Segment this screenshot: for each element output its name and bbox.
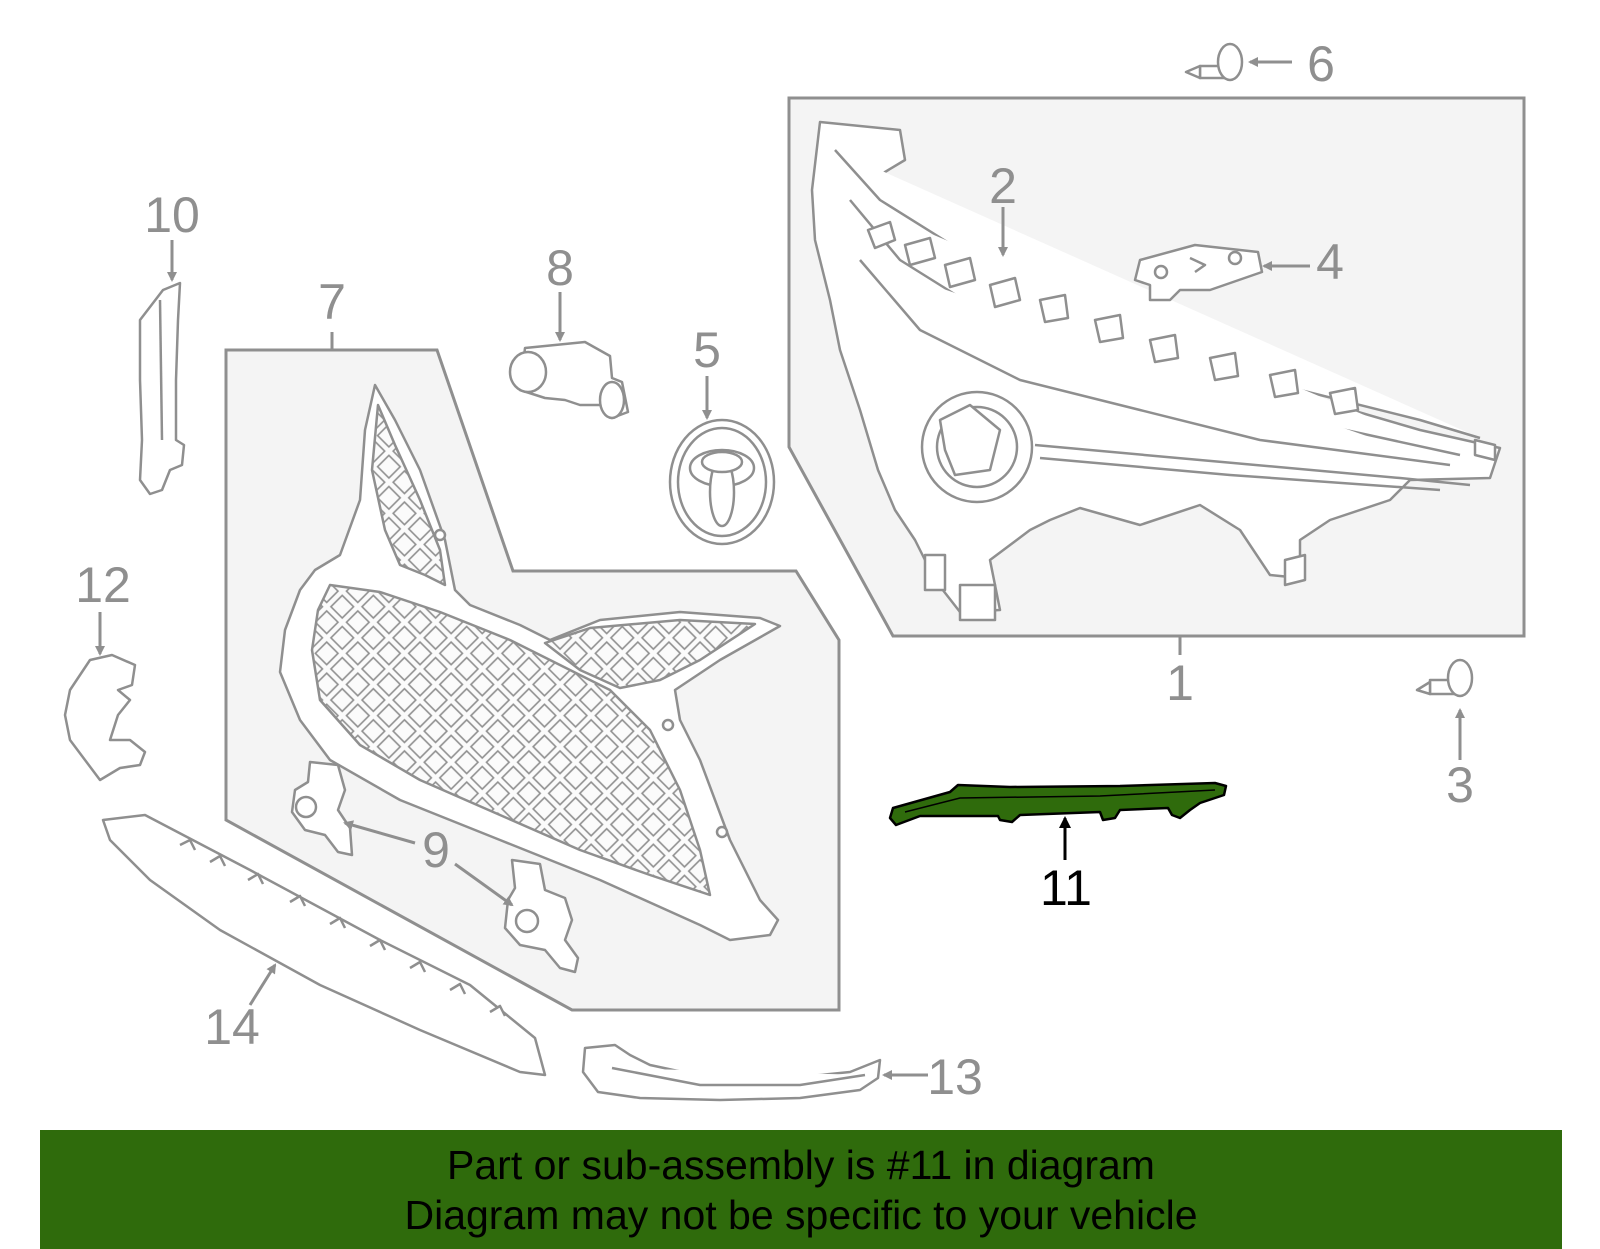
sensor-bracket-part-9-upper	[290, 760, 354, 857]
callout-14: 14	[204, 999, 260, 1055]
part-14-leader	[248, 963, 277, 1006]
upper-grille-part-1	[810, 120, 1502, 622]
callout-13: 13	[927, 1049, 983, 1105]
callout-7: 7	[318, 274, 346, 330]
sensor-part-8	[508, 340, 630, 420]
screw-part-3	[1415, 658, 1474, 698]
callout-6: 6	[1307, 36, 1335, 92]
part-11-shape	[888, 781, 1228, 827]
callout-3: 3	[1446, 757, 1474, 813]
callout-12: 12	[75, 557, 131, 613]
part-9-leader-b	[454, 862, 514, 907]
callout-5: 5	[693, 322, 721, 378]
callout-2: 2	[989, 158, 1017, 214]
lower-strip-part-14	[101, 813, 547, 1077]
callout-9: 9	[422, 822, 450, 878]
screw-part-6	[1184, 42, 1244, 82]
banner-line-part: Part or sub-assembly is #11 in diagram	[447, 1142, 1155, 1188]
bracket-part-12	[63, 653, 147, 782]
molding-part-13	[581, 1043, 882, 1102]
callout-10: 10	[144, 187, 200, 243]
callout-1: 1	[1166, 655, 1194, 711]
callout-11: 11	[1040, 860, 1092, 916]
lower-grille-part-7	[278, 383, 782, 942]
strip-part-10	[138, 281, 186, 496]
sensor-bracket-part-9-lower	[503, 858, 580, 974]
emblem-part-5	[668, 418, 776, 546]
callout-4: 4	[1316, 234, 1344, 290]
part-9-leader-a	[343, 820, 416, 845]
bracket-part-4	[1133, 243, 1264, 302]
banner-line-disclaimer: Diagram may not be specific to your vehi…	[404, 1192, 1198, 1238]
callout-8: 8	[546, 240, 574, 296]
highlighted-molding-part-11	[888, 781, 1228, 827]
info-banner: Part or sub-assembly is #11 in diagram D…	[40, 1130, 1562, 1249]
